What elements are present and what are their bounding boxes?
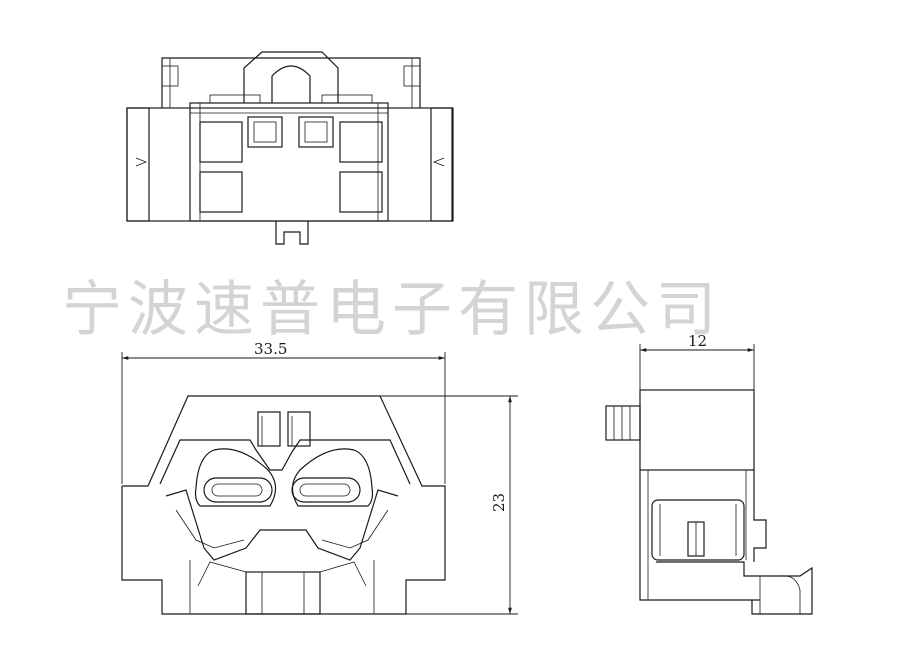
front-width-dimension: 33.5 (121, 340, 446, 484)
company-watermark: 宁波速普电子有限公司 (62, 275, 722, 345)
side-view (605, 389, 813, 615)
front-height-dimension: 23 (380, 395, 518, 615)
top-view (126, 51, 454, 245)
front-view (121, 395, 446, 615)
front-width-label: 33.5 (254, 340, 287, 358)
side-width-label: 12 (688, 332, 707, 350)
side-width-dimension: 12 (639, 332, 755, 390)
front-height-label: 23 (490, 493, 508, 512)
